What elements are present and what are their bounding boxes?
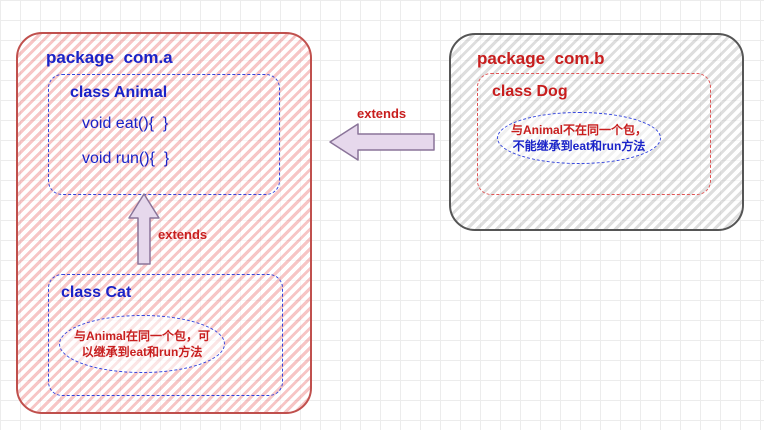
class-animal-title: class Animal — [70, 84, 168, 101]
package-com-a: package com.a class Animal void eat(){ }… — [16, 32, 312, 414]
class-cat-title: class Cat — [61, 284, 132, 301]
class-cat-box: class Cat 与Animal在同一个包，可 以继承到eat和run方法 — [48, 274, 283, 396]
package-com-b: package com.b class Dog 与Animal不在同一个包， 不… — [449, 33, 744, 231]
package-com-b-title: package com.b — [477, 49, 605, 68]
class-animal-box: class Animal void eat(){ } void run(){ } — [48, 74, 280, 195]
dog-note-line-1: 与Animal不在同一个包， — [510, 123, 647, 137]
extends-arrow-left — [329, 123, 435, 161]
package-com-a-title: package com.a — [46, 48, 173, 67]
method-run: void run(){ } — [82, 150, 170, 167]
class-dog-box: class Dog 与Animal不在同一个包， 不能继承到eat和run方法 — [477, 73, 711, 195]
extends-label-dog: extends — [357, 106, 407, 121]
method-eat: void eat(){ } — [82, 115, 169, 132]
dog-note-ellipse: 与Animal不在同一个包， 不能继承到eat和run方法 — [497, 112, 661, 164]
class-dog-title: class Dog — [492, 83, 568, 100]
cat-note-line-2: 以继承到eat和run方法 — [81, 345, 203, 359]
cat-note-line-1: 与Animal在同一个包，可 — [73, 329, 210, 343]
extends-arrow-up — [128, 193, 160, 265]
dog-note-line-2: 不能继承到eat和run方法 — [512, 139, 646, 153]
cat-note-ellipse: 与Animal在同一个包，可 以继承到eat和run方法 — [59, 315, 225, 373]
extends-label-cat: extends — [158, 227, 208, 242]
